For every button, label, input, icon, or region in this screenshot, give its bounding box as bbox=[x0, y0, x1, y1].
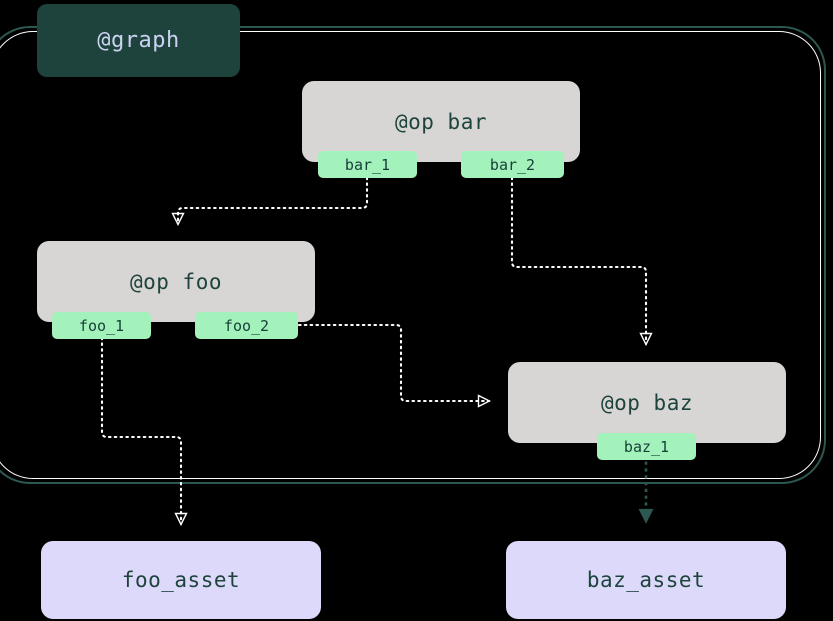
port-foo-1-label: foo_1 bbox=[78, 316, 125, 335]
port-baz-1-label: baz_1 bbox=[623, 437, 670, 456]
op-node-bar[interactable]: @op bar bbox=[302, 81, 580, 162]
output-port-bar-2[interactable]: bar_2 bbox=[461, 151, 564, 178]
op-baz-label: @op baz bbox=[600, 390, 693, 415]
asset-node-baz-asset[interactable]: baz_asset bbox=[506, 541, 786, 619]
port-foo-2-label: foo_2 bbox=[223, 316, 270, 335]
op-node-foo[interactable]: @op foo bbox=[37, 241, 315, 322]
port-bar-2-label: bar_2 bbox=[489, 155, 536, 174]
output-port-bar-1[interactable]: bar_1 bbox=[318, 151, 417, 178]
op-foo-label: @op foo bbox=[129, 269, 222, 294]
graph-frame bbox=[0, 26, 826, 484]
output-port-baz-1[interactable]: baz_1 bbox=[597, 433, 696, 460]
graph-title-chip[interactable]: @graph bbox=[37, 4, 240, 77]
op-baz-body[interactable]: @op baz bbox=[508, 362, 786, 443]
op-foo-body[interactable]: @op foo bbox=[37, 241, 315, 322]
port-bar-1-label: bar_1 bbox=[344, 155, 391, 174]
asset-foo-asset-label: foo_asset bbox=[121, 568, 241, 592]
graph-title-label: @graph bbox=[97, 28, 180, 53]
op-bar-body[interactable]: @op bar bbox=[302, 81, 580, 162]
op-bar-label: @op bar bbox=[394, 109, 487, 134]
asset-baz-asset-label: baz_asset bbox=[586, 568, 706, 592]
op-node-baz[interactable]: @op baz bbox=[508, 362, 786, 443]
asset-node-foo-asset[interactable]: foo_asset bbox=[41, 541, 321, 619]
output-port-foo-2[interactable]: foo_2 bbox=[195, 312, 298, 339]
output-port-foo-1[interactable]: foo_1 bbox=[52, 312, 151, 339]
graph-frame-inner-outline bbox=[0, 31, 821, 479]
